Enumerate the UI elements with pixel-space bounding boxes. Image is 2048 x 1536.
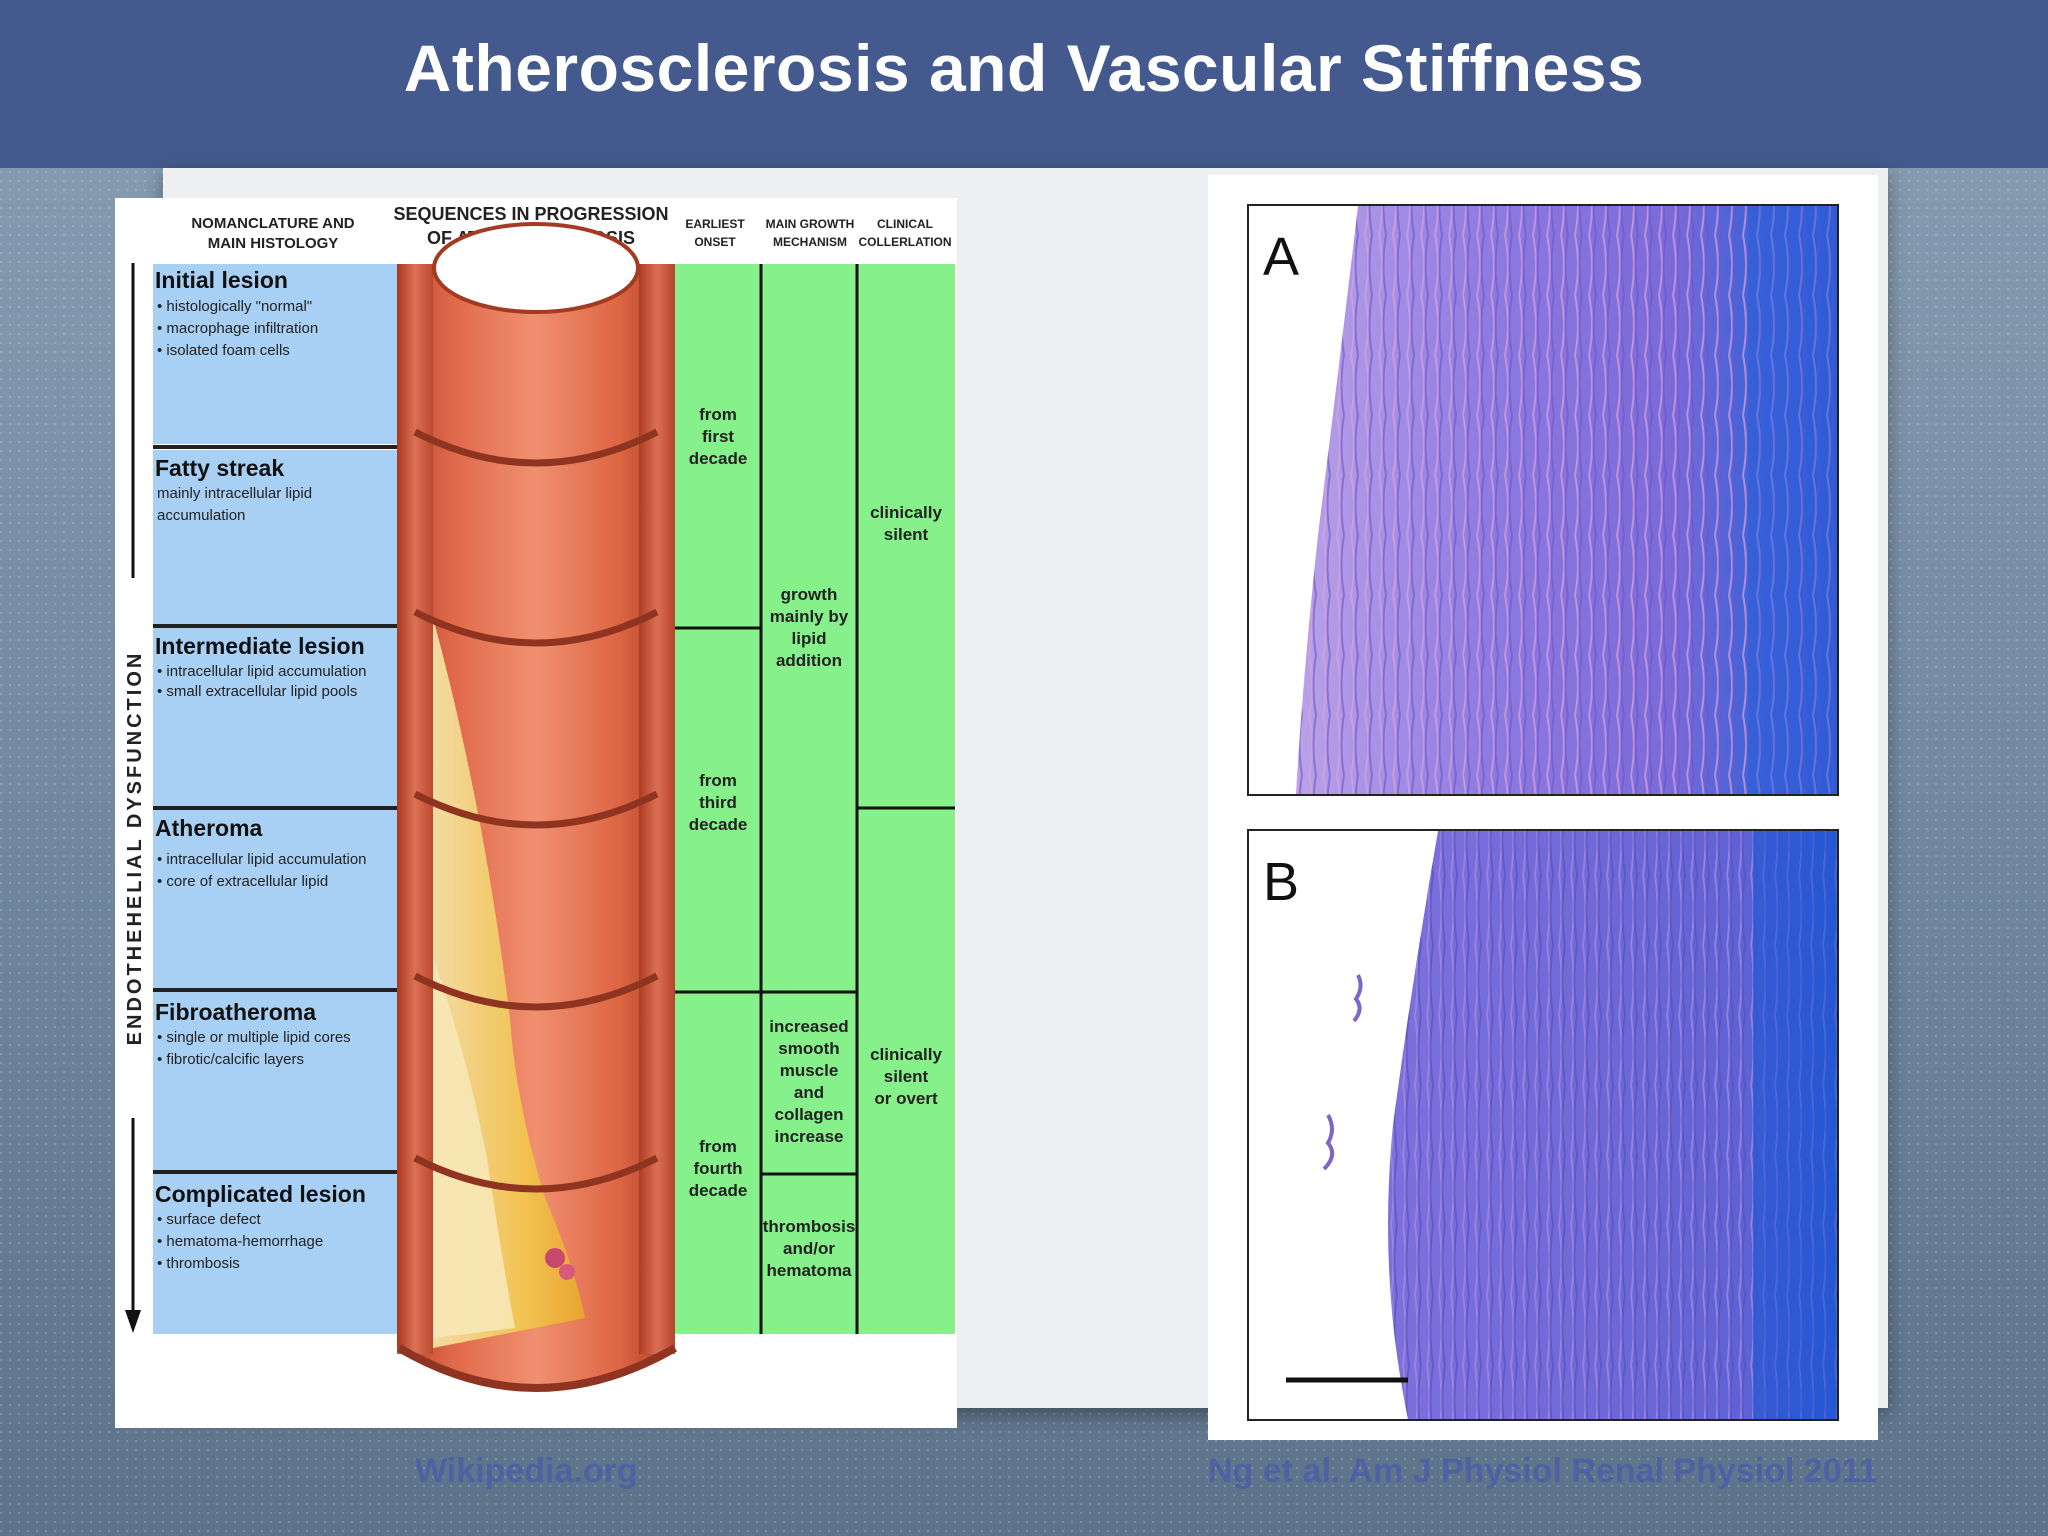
growth-text: growth [781,585,838,604]
stage-box [153,992,398,1170]
growth-text: smooth [778,1039,839,1058]
header-nomenclature-1: NOMANCLATURE AND [191,215,354,232]
micrographs: A B [1247,204,1839,1421]
micrograph-a-adventitia [1748,206,1837,794]
micrographs-panel: A B [1208,175,1878,1440]
header-onset-2: ONSET [694,235,736,249]
micrograph-b-fibers [1388,831,1837,1419]
stage-box [153,1174,398,1334]
artery-wall-left [397,264,433,1354]
micrograph-a: A [1247,204,1839,796]
atherosclerosis-diagram-panel: NOMANCLATURE AND MAIN HISTOLOGY SEQUENCE… [115,198,957,1428]
stage-bullet: accumulation [157,507,245,524]
artery-wall-right [639,264,675,1354]
micrograph-b-debris [1322,1114,1335,1171]
clinical-text: silent [884,525,929,544]
clinical-text: or overt [874,1089,938,1108]
stage-bullet: • intracellular lipid accumulation [157,851,367,868]
onset-text: from [699,1137,737,1156]
artery-ring [413,1154,659,1193]
clinical-text: clinically [870,1045,942,1064]
stage-bullet: • core of extracellular lipid [157,873,328,890]
micrograph-b-label: B [1263,852,1299,912]
stage-box [153,628,398,806]
stage-bullet: • thrombosis [157,1255,240,1272]
micrograph-b: B [1247,829,1839,1421]
stage-label-fatty-streak: Fatty streak [155,455,284,481]
growth-text: hematoma [766,1261,852,1280]
header-clinical-1: CLINICAL [877,217,933,231]
onset-text: from [699,405,737,424]
onset-text: third [699,793,737,812]
side-label-bg [121,578,145,1118]
header-growth-2: MECHANISM [773,235,847,249]
artery-ring [413,428,659,467]
stage-bullet: • intracellular lipid accumulation [157,663,367,680]
stage-bullet: • single or multiple lipid cores [157,1029,351,1046]
progression-arrow-head [125,1310,141,1333]
growth-text: collagen [775,1105,844,1124]
stage-label-intermediate: Intermediate lesion [155,633,365,659]
credit-ng-et-al: Ng et al. Am J Physiol Renal Physiol 201… [1208,1452,1878,1490]
growth-text: lipid [792,629,827,648]
credit-wikipedia: Wikipedia.org [415,1452,638,1490]
header-onset-1: EARLIEST [685,217,745,231]
growth-text: muscle [780,1061,839,1080]
artery-lumen-opening [432,222,640,314]
growth-text: thrombosis [763,1217,856,1236]
plaque-core [433,958,515,1338]
stage-box [153,264,398,444]
micrograph-a-fibers [1296,206,1837,794]
growth-text: addition [776,651,842,670]
thrombus [559,1264,575,1280]
green-column-bg [675,264,955,1334]
stage-bullet: mainly intracellular lipid [157,485,312,502]
stage-box [153,810,398,988]
growth-text: mainly by [770,607,849,626]
micrograph-b-adventitia [1753,831,1837,1419]
green-columns [675,264,955,1334]
thrombus [545,1248,565,1268]
clinical-text: silent [884,1067,929,1086]
onset-text: fourth [693,1159,742,1178]
artery-base [396,1344,677,1392]
artery-ring [413,972,659,1011]
stage-bullet: • macrophage infiltration [157,320,318,337]
header-nomenclature-2: MAIN HISTOLOGY [208,235,339,252]
onset-text: decade [689,1181,748,1200]
artery-illustration [396,222,677,1392]
header-sequences-1: SEQUENCES IN PROGRESSION [393,204,668,224]
onset-text: from [699,771,737,790]
stage-bullet: • histologically "normal" [157,298,312,315]
stage-label-complicated: Complicated lesion [155,1181,366,1207]
clinical-text: clinically [870,503,942,522]
stage-bullet: • isolated foam cells [157,342,290,359]
side-label: ENDOTHEHELIAL DYSFUNCTION [124,651,146,1046]
growth-text: increased [769,1017,848,1036]
growth-text: increase [775,1127,844,1146]
stage-label-initial: Initial lesion [155,267,288,293]
atherosclerosis-diagram: NOMANCLATURE AND MAIN HISTOLOGY SEQUENCE… [121,204,955,1392]
stage-bullet: • fibrotic/calcific layers [157,1051,304,1068]
stage-bullet: • surface defect [157,1211,261,1228]
stage-box [153,450,398,624]
artery-ring [413,790,659,829]
slide-title: Atherosclerosis and Vascular Stiffness [403,31,1645,105]
stage-bullet: • small extracellular lipid pools [157,683,357,700]
header-growth-1: MAIN GROWTH [766,217,855,231]
stage-bullet: • hematoma-hemorrhage [157,1233,323,1250]
stage-label-fibroatheroma: Fibroatheroma [155,999,316,1025]
micrograph-a-label: A [1263,227,1299,287]
onset-text: decade [689,815,748,834]
growth-text: and/or [783,1239,835,1258]
title-bar [0,0,2048,168]
artery-ring [413,608,659,647]
header-clinical-2: COLLERLATION [858,235,951,249]
onset-text: decade [689,449,748,468]
stage-boxes [153,264,398,1334]
growth-text: and [794,1083,824,1102]
stage-label-atheroma: Atheroma [155,815,263,841]
micrograph-b-debris [1352,974,1363,1023]
onset-text: first [702,427,734,446]
